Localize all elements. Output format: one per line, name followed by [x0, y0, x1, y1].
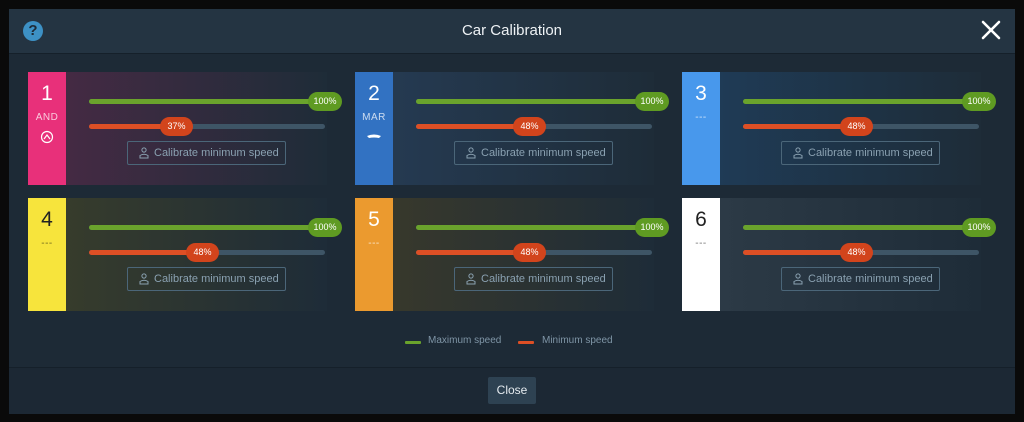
max-speed-track [743, 99, 979, 104]
question-circle-icon[interactable]: ? [23, 21, 43, 41]
max-speed-handle[interactable]: 100% [962, 218, 996, 237]
car-speed-panel: 100% 48% Calibrate minimum speed [720, 198, 996, 311]
max-speed-handle[interactable]: 100% [635, 92, 669, 111]
calibrate-minimum-speed-button[interactable]: Calibrate minimum speed [127, 267, 286, 291]
min-speed-fill [743, 124, 856, 129]
calibrate-minimum-speed-button[interactable]: Calibrate minimum speed [127, 141, 286, 165]
car-card: 4 --- 100% 48% Calibrate minimum speed [28, 198, 342, 311]
max-speed-fill [416, 225, 652, 230]
car-color-stripe: 5 --- [355, 198, 393, 311]
car-card: 6 --- 100% 48% Calibrate minimum speed [682, 198, 996, 311]
dialog-footer: Close [9, 367, 1015, 414]
car-code: AND [35, 112, 59, 123]
car-number: 4 [41, 208, 53, 231]
car-code: --- [695, 112, 707, 123]
max-speed-fill [416, 99, 652, 104]
calibrate-person-icon [793, 147, 803, 159]
max-speed-track [89, 225, 325, 230]
car-card: 5 --- 100% 48% Calibrate minimum speed [355, 198, 669, 311]
legend-max-label: Maximum speed [428, 335, 502, 346]
car-color-stripe: 3 --- [682, 72, 720, 185]
car-badge-icon [40, 130, 54, 144]
calibrate-button-label: Calibrate minimum speed [808, 147, 933, 159]
max-speed-fill [89, 99, 325, 104]
car-code: --- [695, 238, 707, 249]
min-speed-handle[interactable]: 37% [160, 117, 193, 136]
car-speed-panel: 100% 48% Calibrate minimum speed [393, 198, 669, 311]
max-speed-handle[interactable]: 100% [308, 218, 342, 237]
min-speed-track [89, 124, 325, 129]
car-speed-panel: 100% 48% Calibrate minimum speed [66, 198, 342, 311]
calibrate-person-icon [139, 273, 149, 285]
max-speed-fill [89, 225, 325, 230]
car-code: MAR [362, 112, 386, 123]
car-number: 6 [695, 208, 707, 231]
min-speed-handle[interactable]: 48% [840, 117, 873, 136]
min-speed-fill [416, 250, 529, 255]
car-speed-panel: 100% 37% Calibrate minimum speed [66, 72, 342, 185]
calibrate-button-label: Calibrate minimum speed [481, 273, 606, 285]
calibrate-button-label: Calibrate minimum speed [481, 147, 606, 159]
calibrate-person-icon [466, 273, 476, 285]
calibrate-button-label: Calibrate minimum speed [154, 147, 279, 159]
max-speed-fill [743, 99, 979, 104]
min-speed-fill [89, 250, 202, 255]
calibrate-person-icon [466, 147, 476, 159]
min-speed-handle[interactable]: 48% [840, 243, 873, 262]
max-speed-track [416, 99, 652, 104]
max-speed-track [416, 225, 652, 230]
min-speed-fill [89, 124, 176, 129]
calibrate-minimum-speed-button[interactable]: Calibrate minimum speed [781, 141, 940, 165]
max-speed-handle[interactable]: 100% [962, 92, 996, 111]
max-speed-track [89, 99, 325, 104]
min-speed-handle[interactable]: 48% [186, 243, 219, 262]
car-color-stripe: 6 --- [682, 198, 720, 311]
car-code: --- [41, 238, 53, 249]
max-speed-track [743, 225, 979, 230]
calibrate-button-label: Calibrate minimum speed [808, 273, 933, 285]
min-speed-fill [416, 124, 529, 129]
speed-legend: Maximum speed Minimum speed [9, 335, 1015, 349]
calibrate-person-icon [139, 147, 149, 159]
close-x-icon[interactable] [979, 18, 1003, 42]
car-wing-icon [367, 134, 381, 138]
calibrate-button-label: Calibrate minimum speed [154, 273, 279, 285]
legend-min-swatch [518, 341, 534, 344]
calibrate-minimum-speed-button[interactable]: Calibrate minimum speed [454, 141, 613, 165]
car-number: 1 [41, 82, 53, 105]
car-code: --- [368, 238, 380, 249]
car-number: 5 [368, 208, 380, 231]
car-number: 2 [368, 82, 380, 105]
min-speed-handle[interactable]: 48% [513, 117, 546, 136]
close-button[interactable]: Close [488, 377, 536, 404]
dialog-header: ? Car Calibration [9, 9, 1015, 54]
car-speed-panel: 100% 48% Calibrate minimum speed [393, 72, 669, 185]
car-speed-panel: 100% 48% Calibrate minimum speed [720, 72, 996, 185]
max-speed-handle[interactable]: 100% [308, 92, 342, 111]
max-speed-fill [743, 225, 979, 230]
dialog-title: Car Calibration [461, 22, 563, 39]
legend-min-label: Minimum speed [542, 335, 613, 346]
car-card: 3 --- 100% 48% Calibrate minimum speed [682, 72, 996, 185]
legend-max-swatch [405, 341, 421, 344]
min-speed-handle[interactable]: 48% [513, 243, 546, 262]
max-speed-handle[interactable]: 100% [635, 218, 669, 237]
car-color-stripe: 4 --- [28, 198, 66, 311]
calibrate-person-icon [793, 273, 803, 285]
car-number: 3 [695, 82, 707, 105]
calibrate-minimum-speed-button[interactable]: Calibrate minimum speed [781, 267, 940, 291]
min-speed-fill [743, 250, 856, 255]
calibrate-minimum-speed-button[interactable]: Calibrate minimum speed [454, 267, 613, 291]
